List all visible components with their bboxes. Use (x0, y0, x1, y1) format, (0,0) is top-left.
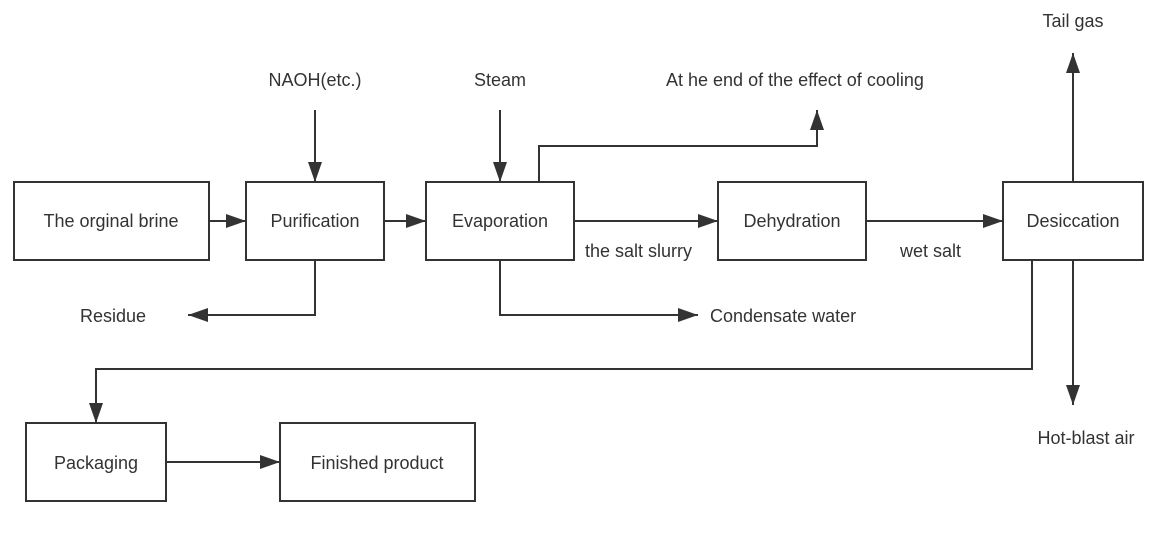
node-purification: Purification (245, 181, 385, 261)
node-evaporation: Evaporation (425, 181, 575, 261)
node-finished-product: Finished product (279, 422, 476, 502)
node-packaging-label: Packaging (54, 453, 138, 473)
label-naoh: NAOH(etc.) (268, 70, 361, 90)
node-dehydration: Dehydration (717, 181, 867, 261)
label-steam: Steam (474, 70, 526, 90)
node-desiccation: Desiccation (1002, 181, 1144, 261)
node-packaging: Packaging (25, 422, 167, 502)
node-finished-product-label: Finished product (310, 453, 443, 473)
node-brine: The orginal brine (13, 181, 210, 261)
label-tail-gas: Tail gas (1042, 11, 1103, 31)
label-hot-blast-air: Hot-blast air (1037, 428, 1134, 448)
label-condensate-water: Condensate water (710, 306, 856, 326)
label-salt-slurry: the salt slurry (585, 241, 692, 261)
label-residue: Residue (80, 306, 146, 326)
node-brine-label: The orginal brine (43, 211, 178, 231)
node-purification-label: Purification (270, 211, 359, 231)
node-dehydration-label: Dehydration (743, 211, 840, 231)
edge-evaporation-to-cooling (538, 110, 824, 182)
label-cooling: At he end of the effect of cooling (666, 70, 924, 90)
node-desiccation-label: Desiccation (1026, 211, 1119, 231)
node-evaporation-label: Evaporation (452, 211, 548, 231)
edge-desiccation-to-packaging (89, 260, 1033, 423)
edge-purification-to-residue (188, 260, 316, 322)
edge-evaporation-to-condensate (499, 260, 698, 322)
label-wet-salt: wet salt (899, 241, 961, 261)
